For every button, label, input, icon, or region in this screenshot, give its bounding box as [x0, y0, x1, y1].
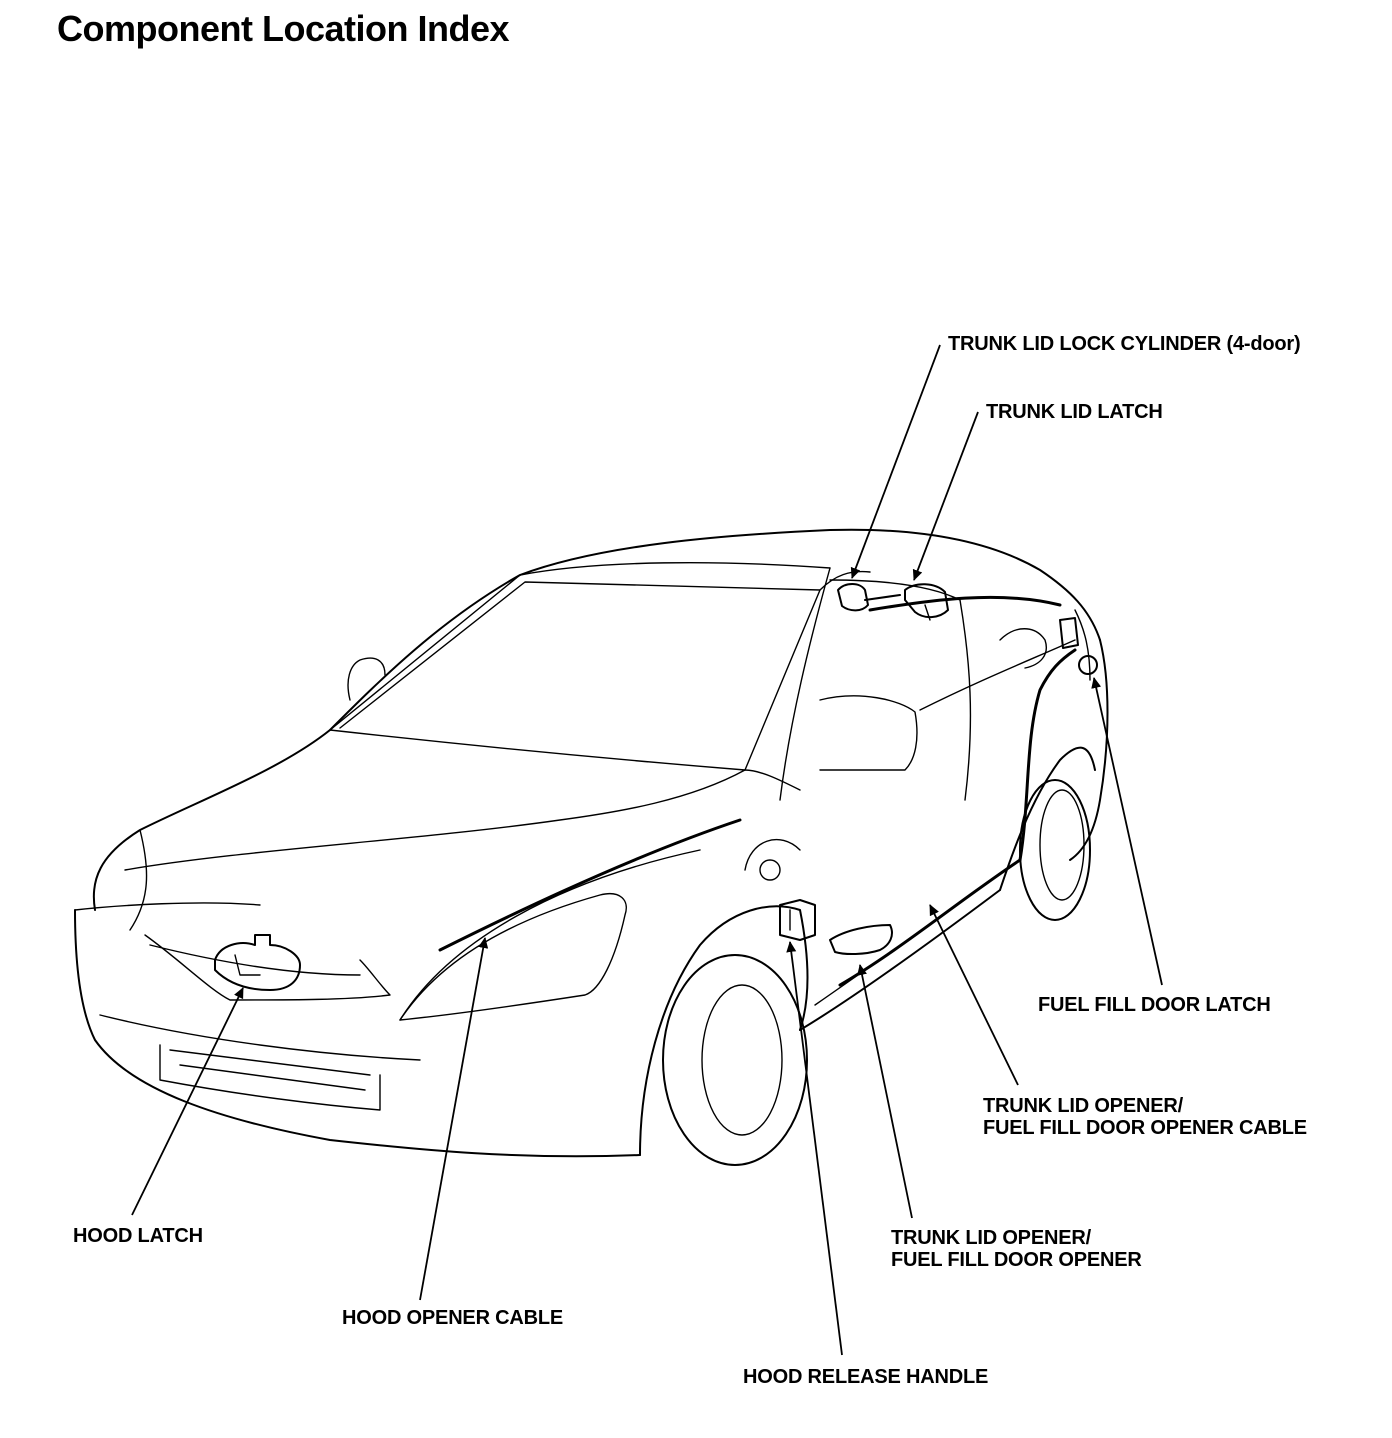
label-opener-line1: TRUNK LID OPENER/ [891, 1227, 1091, 1249]
leader-lines [131, 344, 1163, 1356]
car-outline [74, 528, 1109, 1166]
leader-fuel-fill-door-latch [1091, 677, 1163, 986]
label-trunk-lid-latch: TRUNK LID LATCH [986, 401, 1163, 423]
label-trunk-lid-opener-cable: TRUNK LID OPENER/ FUEL FILL DOOR OPENER … [983, 1095, 1307, 1139]
label-hood-latch: HOOD LATCH [73, 1225, 203, 1247]
leader-hood-latch [131, 987, 244, 1216]
label-opener-cable-line2: FUEL FILL DOOR OPENER CABLE [983, 1117, 1307, 1139]
label-hood-release-handle: HOOD RELEASE HANDLE [743, 1366, 989, 1388]
label-trunk-lid-lock-cylinder: TRUNK LID LOCK CYLINDER (4-door) [948, 333, 1301, 355]
leader-opener-cable [929, 904, 1019, 1086]
label-opener-cable-line1: TRUNK LID OPENER/ [983, 1095, 1183, 1117]
label-trunk-lid-opener: TRUNK LID OPENER/ FUEL FILL DOOR OPENER [891, 1227, 1142, 1271]
leader-trunk-lid-latch [912, 411, 979, 581]
leader-trunk-lid-lock-cylinder [850, 344, 941, 579]
label-hood-opener-cable: HOOD OPENER CABLE [342, 1307, 564, 1329]
leader-opener [857, 964, 913, 1219]
label-fuel-fill-door-latch: FUEL FILL DOOR LATCH [1038, 994, 1271, 1016]
leader-hood-release-handle [786, 941, 843, 1356]
page-title: Component Location Index [57, 8, 510, 49]
label-opener-line2: FUEL FILL DOOR OPENER [891, 1249, 1142, 1271]
leader-hood-opener-cable [419, 937, 489, 1301]
